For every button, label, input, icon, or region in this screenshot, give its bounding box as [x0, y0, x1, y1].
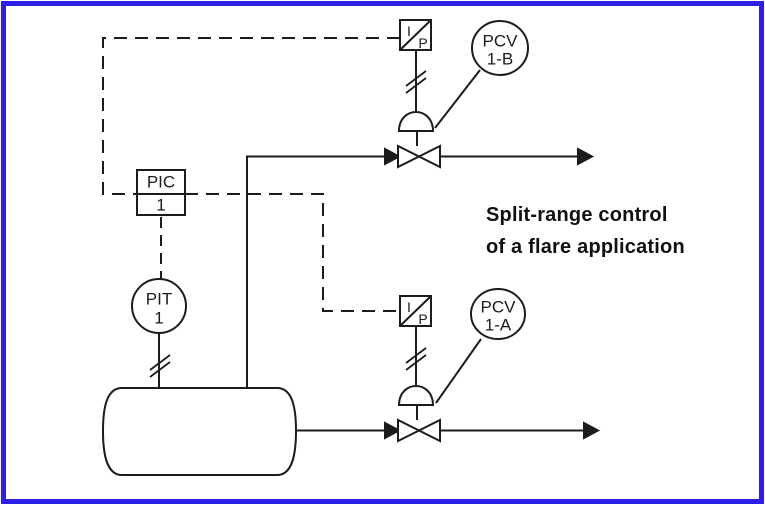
pit-transmitter-bubble [131, 278, 187, 388]
signal-line-pic-to-ip-top [102, 37, 400, 195]
flow-arrow-icon [583, 421, 601, 440]
pcv-top-leader-line [434, 20, 529, 129]
process-line-bottom [296, 421, 601, 440]
ip-bottom-input-label: I [407, 299, 411, 315]
caption-line-1: Split-range control [486, 204, 668, 226]
process-line-top [246, 147, 595, 388]
actuator-dome-icon [397, 110, 435, 132]
diagram-caption: Split-range control of a flare applicati… [486, 199, 685, 263]
pcv-top-tag-bubble [471, 20, 529, 76]
pcv-bottom-tag-bubble [470, 288, 526, 340]
pic-loop-label: 1 [156, 195, 166, 215]
flow-arrow-icon [384, 421, 402, 440]
signal-line-pic-to-ip-bottom [185, 193, 400, 312]
pcv-top-tag-label: PCV [482, 31, 518, 51]
ip-transducer-top-icon [399, 19, 432, 113]
actuator-dome-icon [397, 384, 435, 406]
ip-top-input-label: I [407, 23, 411, 39]
flow-arrow-icon [384, 147, 402, 166]
ip-transducer-bottom-icon [399, 295, 432, 387]
pic-tag-label: PIC [146, 172, 176, 192]
ip-bottom-output-label: P [418, 311, 428, 327]
pcv-top-loop-label: 1-B [486, 49, 514, 69]
caption-line-2: of a flare application [486, 236, 685, 258]
pit-tag-label: PIT [145, 289, 173, 309]
pcv-bottom-tag-label: PCV [480, 297, 516, 317]
pcv-bottom-leader-line [435, 288, 526, 404]
pit-loop-label: 1 [154, 308, 164, 328]
pcv-bottom-loop-label: 1-A [484, 315, 512, 335]
control-valve-bottom-icon [397, 384, 441, 443]
ip-top-output-label: P [418, 35, 428, 51]
pic-controller-box [136, 169, 186, 216]
control-valve-top-icon [397, 110, 441, 169]
flow-arrow-icon [577, 147, 595, 166]
process-vessel [101, 387, 298, 476]
